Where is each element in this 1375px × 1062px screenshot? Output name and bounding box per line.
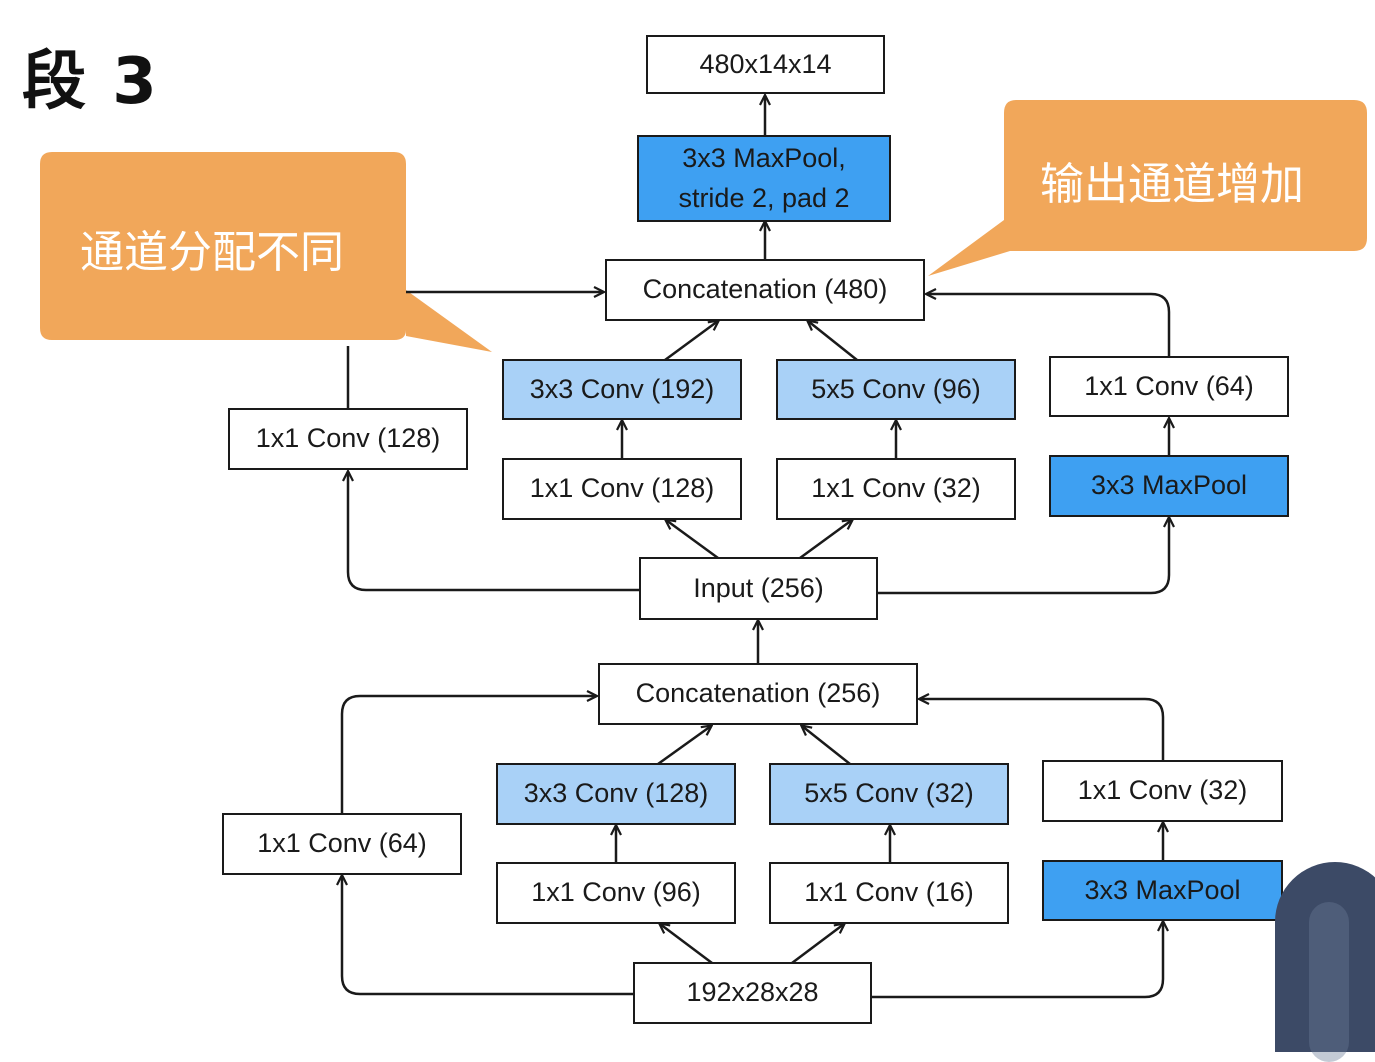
reduce3x3-node-upper: 1x1 Conv (128) [502,458,742,520]
conv3x3-node-lower: 3x3 Conv (128) [496,763,736,825]
diagram-canvas: 段 3 通道分配不同 输出通道增加 480x14x14 3x3 MaxPool,… [22,0,1375,1062]
edge-input-to-reduce3-lower [660,924,713,964]
conv5x5-node-upper: 5x5 Conv (96) [776,359,1016,420]
edge-3x3-to-concat [664,321,718,362]
callout-left-shape [40,152,492,352]
callout-left-text: 通道分配不同 [80,227,344,278]
edge-3x3-to-concat-lower [657,726,711,766]
edge-5x5-to-concat-lower [802,726,851,765]
conv1x1-pool-node-upper: 1x1 Conv (64) [1049,356,1289,417]
input-node-lower: 192x28x28 [633,962,872,1024]
edge-input-to-reduce3 [666,520,719,560]
presenter-figure [1275,862,1375,1062]
conv1x1-pool-node-lower: 1x1 Conv (32) [1042,760,1283,822]
maxpool-final-node: 3x3 MaxPool, stride 2, pad 2 [637,135,891,222]
edge-input-to-direct [348,472,640,592]
edge-5x5-to-concat [808,321,858,361]
diagram-svg [40,0,1367,999]
maxpool-node-upper: 3x3 MaxPool [1049,455,1289,517]
concat-node-upper: Concatenation (480) [605,259,925,321]
edge-input-to-direct-lower [342,876,634,996]
edge-1x1-to-concat-lower [920,699,1165,761]
edge-direct-to-concat-lower [340,696,596,814]
concat-node-lower: Concatenation (256) [598,663,918,725]
edge-input-to-maxpool-lower [871,922,1163,999]
conv3x3-node-upper: 3x3 Conv (192) [502,359,742,420]
output-node: 480x14x14 [646,35,885,94]
conv5x5-node-lower: 5x5 Conv (32) [769,763,1009,825]
reduce5x5-node-lower: 1x1 Conv (16) [769,862,1009,924]
conv1x1-direct-node-lower: 1x1 Conv (64) [222,813,462,875]
edge-1x1-to-concat [927,294,1171,357]
page-title: 段 3 [22,45,159,119]
conv1x1-direct-node-upper: 1x1 Conv (128) [228,408,468,470]
reduce5x5-node-upper: 1x1 Conv (32) [776,458,1016,520]
edge-direct-to-concat [346,292,603,410]
callout-right-text: 输出通道增加 [1040,159,1304,210]
edge-input-to-reduce5 [799,520,852,560]
input-node-upper: Input (256) [639,557,878,620]
reduce3x3-node-lower: 1x1 Conv (96) [496,862,736,924]
edge-input-to-reduce5-lower [791,924,844,964]
edge-input-to-maxpool [877,518,1169,595]
maxpool-node-lower: 3x3 MaxPool [1042,860,1283,921]
callout-right-shape [928,100,1367,276]
